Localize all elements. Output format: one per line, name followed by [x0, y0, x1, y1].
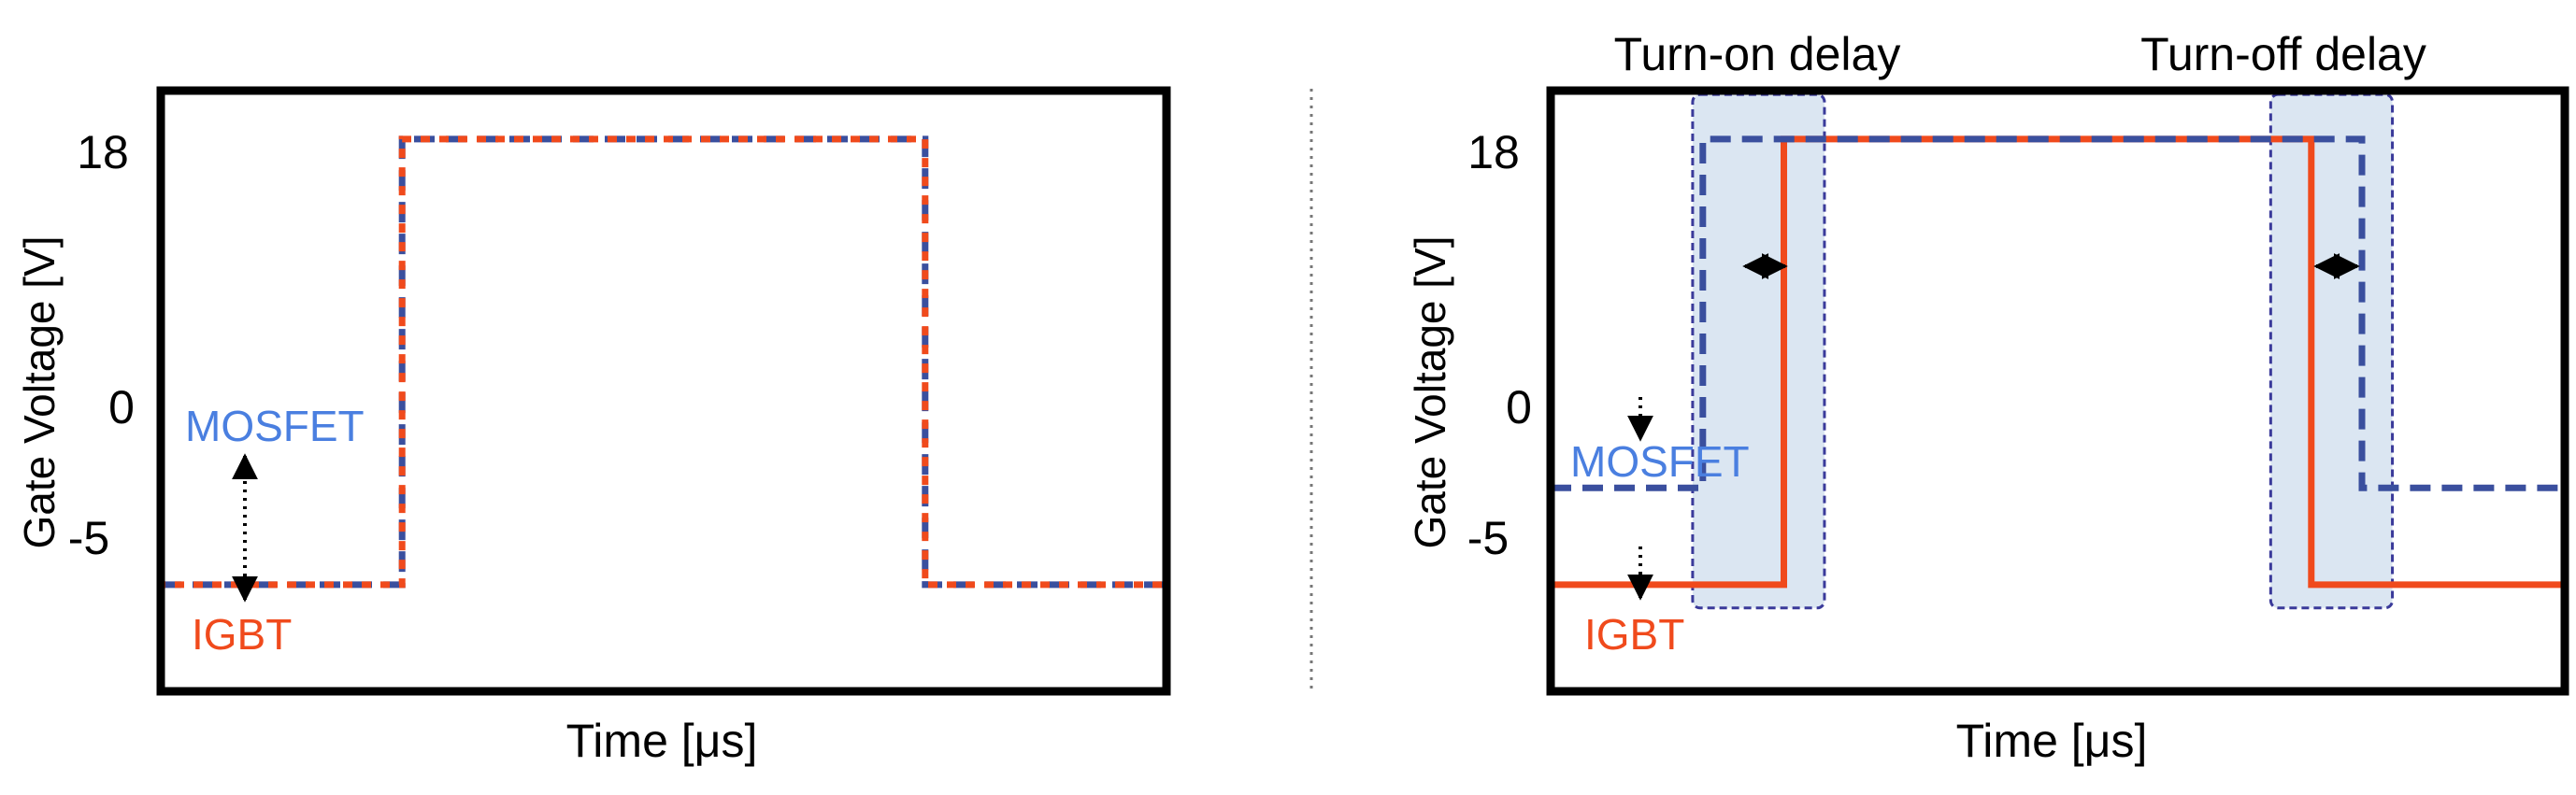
left-mosfet-series-line [161, 135, 1166, 589]
right-series-layer [1551, 135, 2565, 589]
left-x-axis-label: Time [μs] [566, 715, 758, 767]
left-ytick-minus5: -5 [68, 512, 109, 564]
right-plot-frame [1546, 86, 2569, 696]
right-y-axis-label: Gate Voltage [V] [1406, 235, 1454, 548]
left-panel: 18 0 -5 Gate Voltage [V] Time [μs] MOSFE… [15, 86, 1171, 767]
right-ytick-minus5: -5 [1467, 512, 1509, 564]
turn-on-delay-region [1691, 92, 1826, 610]
right-ytick-18: 18 [1467, 126, 1520, 178]
turn-off-delay-region [2268, 92, 2395, 610]
right-ytick-0: 0 [1506, 381, 1532, 433]
right-mosfet-series-line [1551, 135, 2565, 491]
left-mosfet-label: MOSFET [185, 402, 365, 450]
left-series-layer [161, 135, 1166, 589]
left-ytick-0: 0 [108, 381, 135, 433]
left-igbt-label: IGBT [192, 610, 292, 659]
right-mosfet-label: MOSFET [1570, 437, 1750, 486]
right-panel: 18 0 -5 Gate Voltage [V] Time [μs] Turn-… [1406, 28, 2569, 767]
left-ytick-18: 18 [77, 126, 129, 178]
left-y-axis-label: Gate Voltage [V] [15, 235, 64, 548]
right-igbt-label: IGBT [1584, 610, 1684, 659]
left-plot-frame [156, 86, 1171, 696]
left-igbt-series-line [161, 135, 1166, 589]
turn-off-delay-label: Turn-off delay [2140, 28, 2426, 80]
right-x-axis-label: Time [μs] [1956, 715, 2148, 767]
turn-on-delay-label: Turn-on delay [1614, 28, 1901, 80]
right-delay-region-layer [1691, 92, 2395, 610]
